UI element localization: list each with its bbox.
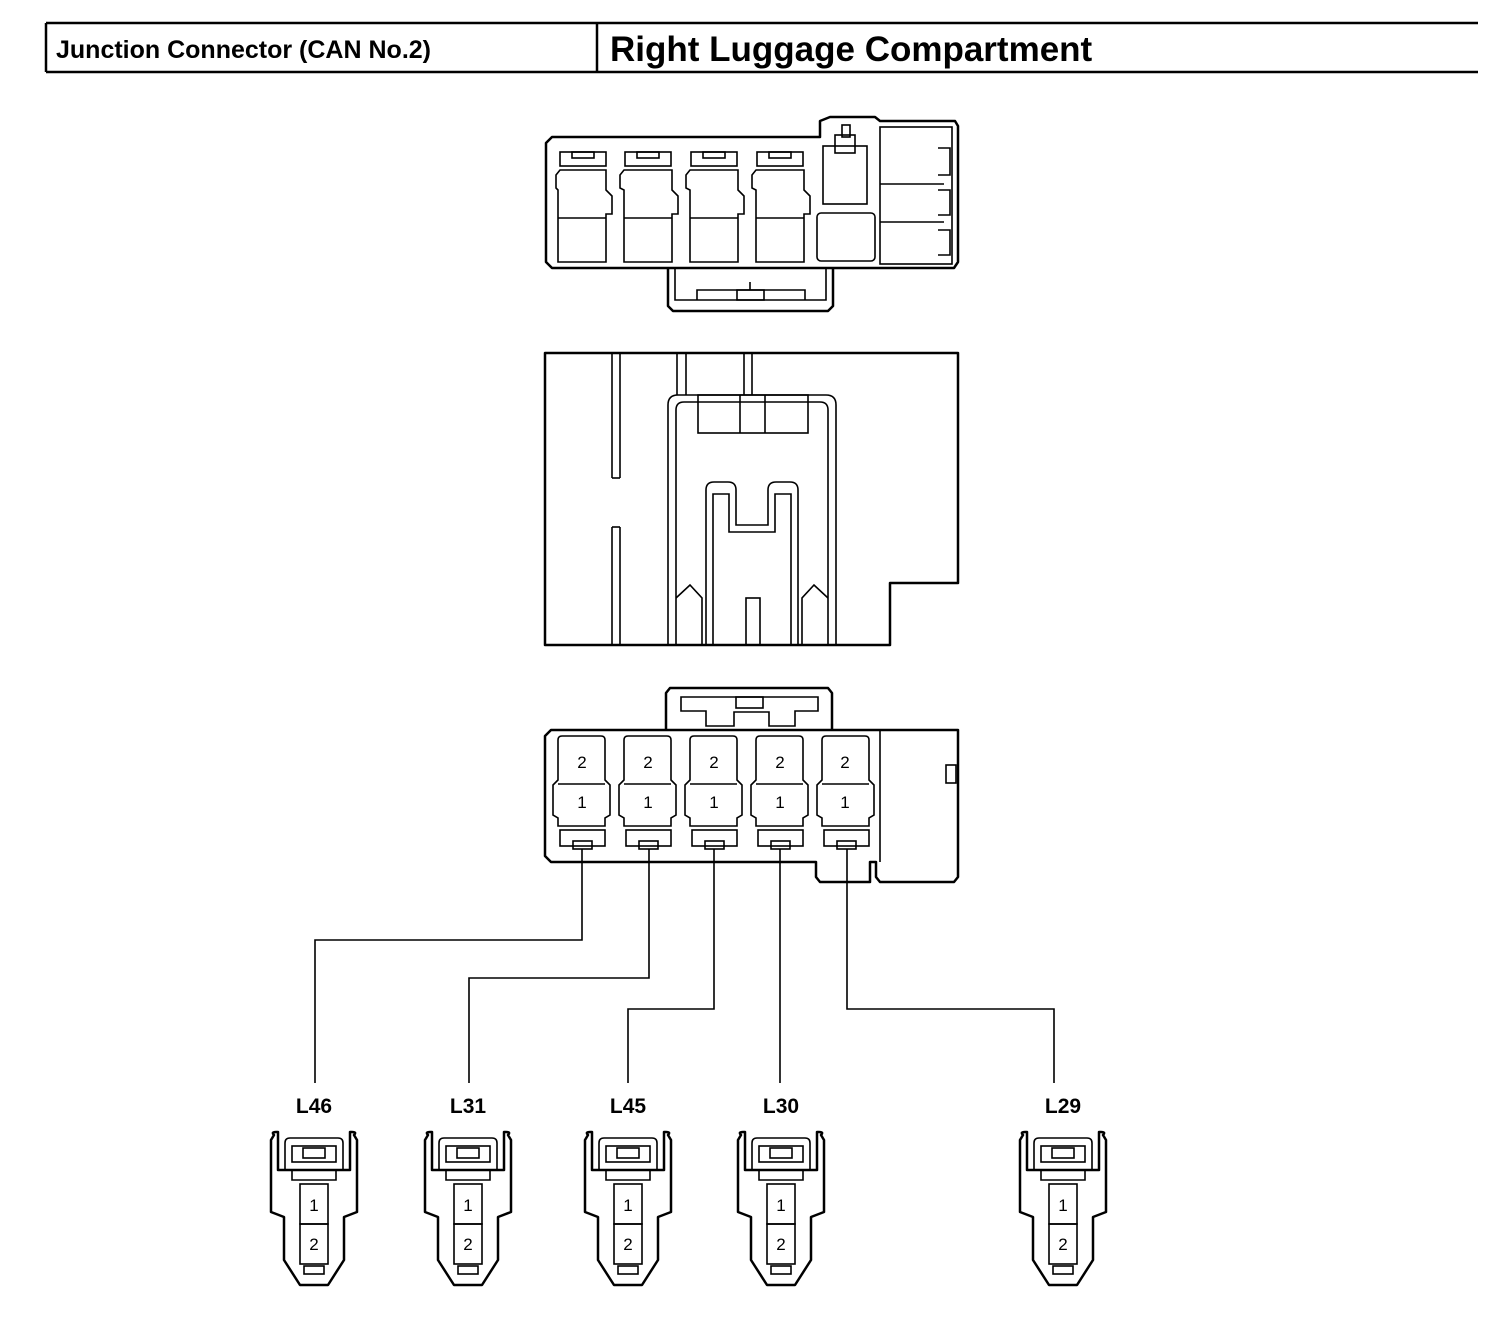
plug-pin-bottom: 2: [1058, 1235, 1067, 1254]
connector-top-view: [544, 115, 960, 313]
plug-pin-top: 1: [623, 1196, 632, 1215]
junction-connector-face: 2 1 2 1 2 1 2 1: [543, 686, 960, 884]
top-cavity: [619, 151, 679, 263]
top-cavity: [685, 151, 745, 263]
plug-L29: L29 1 2: [1018, 1095, 1108, 1287]
top-cavity: [555, 151, 613, 263]
wire-L29: [846, 849, 1055, 1083]
plug-pin-top: 1: [309, 1196, 318, 1215]
plug-pin-bottom: 2: [309, 1235, 318, 1254]
connector-title: Junction Connector (CAN No.2): [56, 36, 431, 64]
plug-label: L31: [450, 1095, 487, 1118]
cavity-pin-top: 2: [775, 753, 784, 772]
cavity-pin-bottom: 1: [643, 793, 652, 812]
cavity-pin-bottom: 1: [775, 793, 784, 812]
plug-pin-bottom: 2: [623, 1235, 632, 1254]
plug-label: L30: [763, 1095, 799, 1118]
header-box: Junction Connector (CAN No.2) Right Lugg…: [44, 21, 1478, 74]
plug-pin-bottom: 2: [776, 1235, 785, 1254]
plug-L46: L46 1 2: [269, 1095, 359, 1287]
plug-pin-top: 1: [1058, 1196, 1067, 1215]
plug-pin-bottom: 2: [463, 1235, 472, 1254]
wire-L45: [627, 849, 715, 1083]
plug-label: L46: [296, 1095, 332, 1118]
junction-cavity: 2 1: [618, 735, 677, 850]
plug-L31: L31 1 2: [423, 1095, 513, 1287]
wires: [314, 849, 1055, 1083]
cavity-pin-top: 2: [840, 753, 849, 772]
plug-pin-top: 1: [463, 1196, 472, 1215]
junction-cavity: 2 1: [552, 735, 611, 850]
junction-cavity: 2 1: [816, 735, 875, 850]
top-cavity: [751, 151, 811, 263]
cavity-pin-bottom: 1: [577, 793, 586, 812]
plug-label: L45: [610, 1095, 647, 1118]
cavity-pin-bottom: 1: [709, 793, 718, 812]
junction-cavity: 2 1: [750, 735, 809, 850]
wire-L31: [468, 849, 650, 1083]
location-title: Right Luggage Compartment: [610, 30, 1093, 69]
cavity-pin-top: 2: [577, 753, 586, 772]
wire-L46: [314, 849, 583, 1083]
cavity-pin-bottom: 1: [840, 793, 849, 812]
plug-label: L29: [1045, 1095, 1081, 1118]
plug-L30: L30 1 2: [736, 1095, 826, 1287]
junction-cavity: 2 1: [684, 735, 743, 850]
connector-side-view: [543, 351, 960, 647]
cavity-pin-top: 2: [709, 753, 718, 772]
plug-pin-top: 1: [776, 1196, 785, 1215]
plug-L45: L45 1 2: [583, 1095, 673, 1287]
cavity-pin-top: 2: [643, 753, 652, 772]
